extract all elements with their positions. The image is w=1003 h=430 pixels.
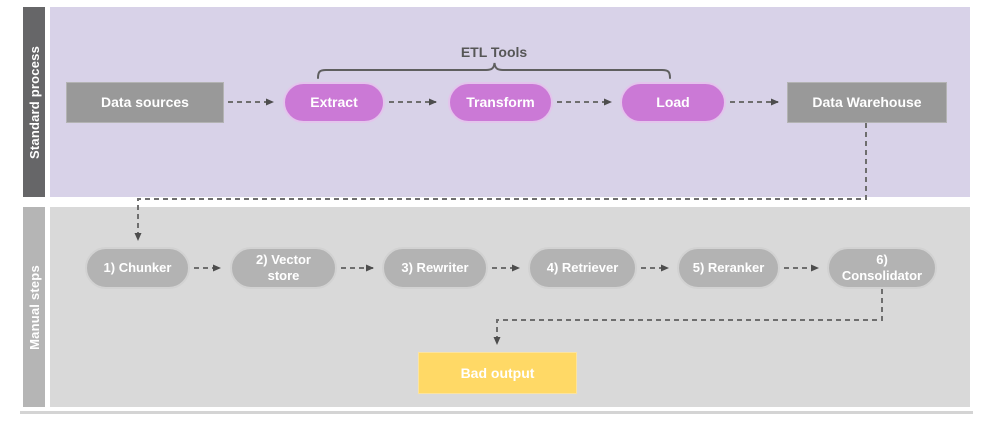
standard-process-lane-label: Standard process [26,45,42,159]
node-retriever-label: 4) Retriever [546,260,619,276]
node-vector-store: 2) Vector store [230,247,337,289]
node-consolidator: 6) Consolidator [827,247,937,289]
node-data-sources: Data sources [66,82,224,123]
node-extract-label: Extract [310,94,358,111]
node-transform-label: Transform [466,94,535,111]
node-rewriter-label: 3) Rewriter [401,260,469,276]
node-extract: Extract [283,82,385,123]
standard-process-lane-header: Standard process [23,7,45,197]
node-load: Load [620,82,726,123]
node-data-warehouse-label: Data Warehouse [812,94,922,111]
manual-steps-lane-header: Manual steps [23,207,45,407]
node-rewriter: 3) Rewriter [382,247,488,289]
node-reranker: 5) Reranker [677,247,780,289]
canvas-bottom-divider [20,411,973,414]
node-bad-output: Bad output [418,352,577,394]
node-data-warehouse: Data Warehouse [787,82,947,123]
node-transform: Transform [448,82,553,123]
node-data-sources-label: Data sources [101,94,189,111]
node-chunker: 1) Chunker [85,247,190,289]
node-consolidator-label: 6) Consolidator [841,252,923,283]
manual-steps-lane-label: Manual steps [26,264,42,350]
node-chunker-label: 1) Chunker [103,260,172,276]
node-retriever: 4) Retriever [528,247,637,289]
node-reranker-label: 5) Reranker [692,260,765,276]
node-bad-output-label: Bad output [460,364,535,381]
etl-tools-label: ETL Tools [460,44,528,60]
node-vector-store-label: 2) Vector store [256,252,311,283]
node-load-label: Load [656,94,690,111]
